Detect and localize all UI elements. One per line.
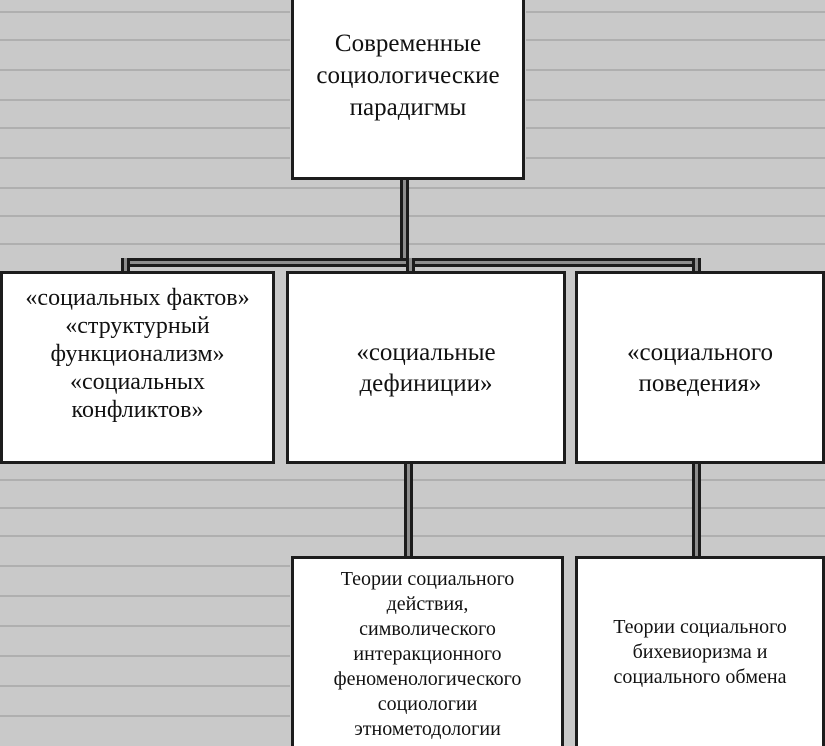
paradigm-node-social-facts: «социальных фактов» «структурный функцио… (0, 271, 275, 464)
paradigm-node-social-behavior: «социального поведения» (575, 271, 825, 464)
paradigm-node-label: «социального поведения» (626, 338, 774, 397)
paradigm-node-social-definitions: «социальные дефиниции» (286, 271, 566, 464)
theory-node-social-exchange: Теории социального бихевиоризма и социал… (575, 556, 825, 746)
connector-definitions-to-action (404, 462, 413, 559)
connector-root-down (400, 178, 409, 262)
paradigm-node-label: «социальных фактов» «структурный функцио… (25, 285, 250, 423)
paradigm-node-label: «социальные дефиниции» (356, 338, 496, 397)
theory-node-label: Теории социального бихевиоризма и социал… (613, 616, 787, 688)
root-node-label: Современные социологические парадигмы (316, 30, 500, 121)
connector-behavior-to-exchange (692, 462, 701, 559)
connector-drop-facts (121, 258, 130, 274)
theory-node-social-action: Теории социального действия, символическ… (291, 556, 564, 746)
connector-drop-behavior (692, 258, 701, 274)
connector-drop-definitions (406, 258, 415, 274)
root-node-modern-paradigms: Современные социологические парадигмы (291, 0, 525, 180)
theory-node-label: Теории социального действия, символическ… (333, 568, 522, 740)
